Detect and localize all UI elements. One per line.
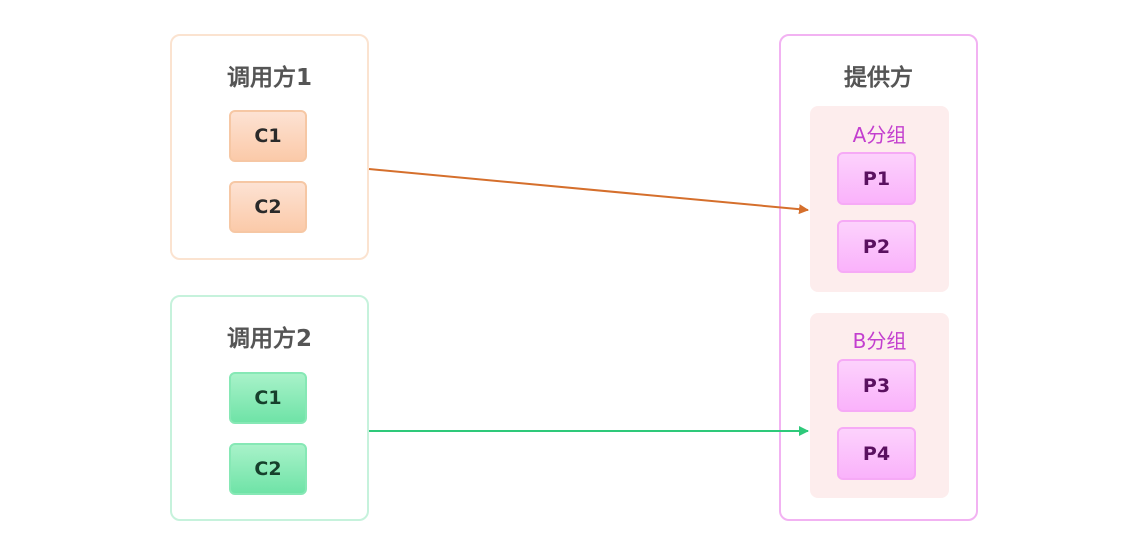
provider-group-b: B分组 P3 P4 xyxy=(810,313,949,498)
caller-2-title: 调用方2 xyxy=(226,326,312,352)
provider-title: 提供方 xyxy=(844,65,913,91)
caller-1-node-c2: C2 xyxy=(229,181,307,233)
caller-2-node-c2: C2 xyxy=(229,443,307,495)
provider-group-a-title: A分组 xyxy=(852,123,907,147)
provider-node-p4: P4 xyxy=(837,427,916,480)
provider-panel: 提供方 A分组 P1 P2 B分组 P3 P4 xyxy=(779,34,978,521)
provider-group-b-title: B分组 xyxy=(852,329,907,353)
provider-node-p1: P1 xyxy=(837,152,916,205)
provider-node-p2: P2 xyxy=(837,220,916,273)
caller-1-title: 调用方1 xyxy=(226,65,312,91)
provider-group-a: A分组 P1 P2 xyxy=(810,106,949,292)
arrow-caller1-to-group-a xyxy=(368,168,809,215)
provider-node-p3: P3 xyxy=(837,359,916,412)
caller-2-node-c1: C1 xyxy=(229,372,307,424)
caller-1-panel: 调用方1 C1 C2 xyxy=(170,34,369,260)
caller-2-panel: 调用方2 C1 C2 xyxy=(170,295,369,521)
caller-1-node-c1: C1 xyxy=(229,110,307,162)
